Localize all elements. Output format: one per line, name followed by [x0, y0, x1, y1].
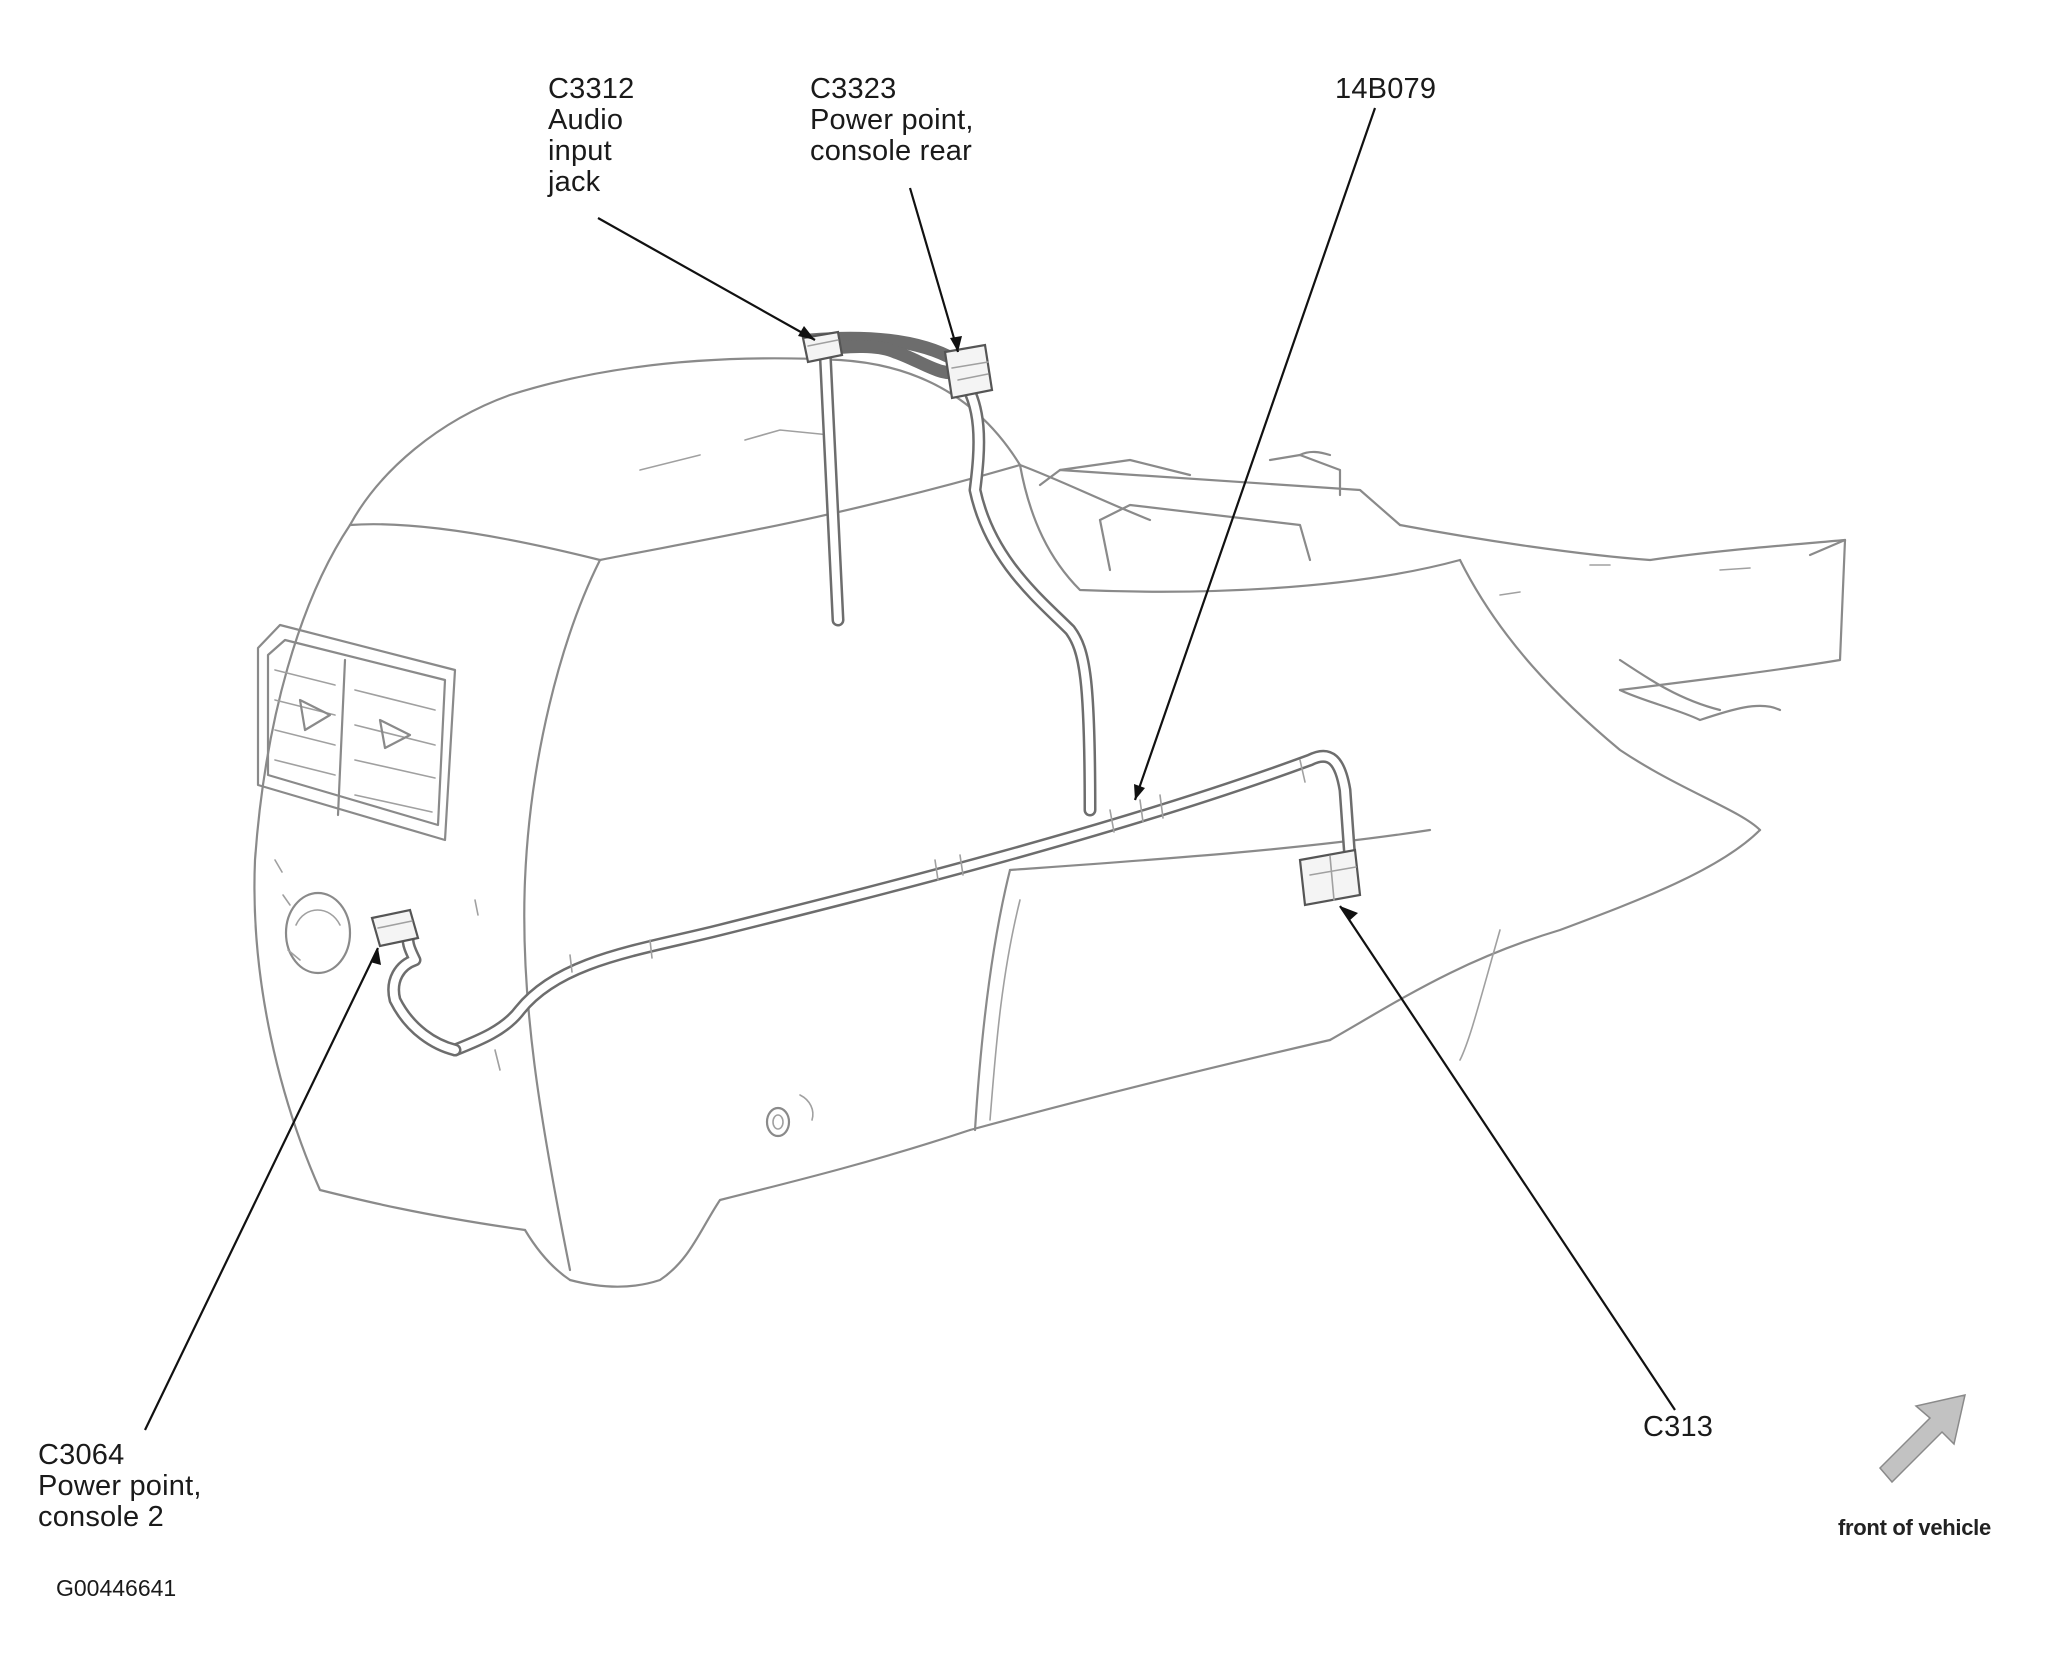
callout-14b079: 14B079 [1335, 74, 1436, 105]
callout-line: input [548, 135, 612, 167]
callout-c3323: C3323 Power point, console rear [810, 74, 974, 167]
callout-line: Power point, [810, 104, 974, 136]
orientation-label: front of vehicle [1838, 1515, 1991, 1540]
leader-c3323 [908, 187, 960, 353]
diagram-id: G00446641 [56, 1575, 177, 1601]
rear-air-vent [256, 623, 457, 842]
leader-14b079 [1133, 107, 1377, 801]
leader-lines [144, 107, 1676, 1431]
leader-c3064 [144, 947, 379, 1431]
front-direction-arrow-icon [1878, 1394, 1966, 1484]
callout-line: C3312 [548, 73, 635, 105]
leader-c3312 [597, 217, 816, 341]
callout-line: jack [548, 166, 601, 198]
power-point-cap [284, 891, 352, 975]
callout-line: console 2 [38, 1501, 164, 1533]
connector-c3323 [943, 343, 994, 400]
callout-c3064: C3064 Power point, console 2 [38, 1440, 202, 1533]
callout-c3312: C3312 Audio input jack [548, 74, 634, 198]
wiring-harness-14b079 [387, 331, 1357, 1057]
connector-c3064 [370, 908, 420, 948]
connector-c313 [1298, 848, 1362, 907]
callout-line: Audio [548, 104, 624, 136]
callout-line: console rear [810, 135, 972, 167]
callout-line: 14B079 [1335, 73, 1437, 105]
callout-c313: C313 [1643, 1412, 1713, 1443]
console-body [253, 357, 1847, 1288]
callout-line: C3323 [810, 73, 897, 105]
callout-line: C3064 [38, 1439, 125, 1471]
leader-c313 [1339, 905, 1676, 1411]
callout-line: Power point, [38, 1470, 202, 1502]
callout-line: C313 [1643, 1411, 1714, 1443]
